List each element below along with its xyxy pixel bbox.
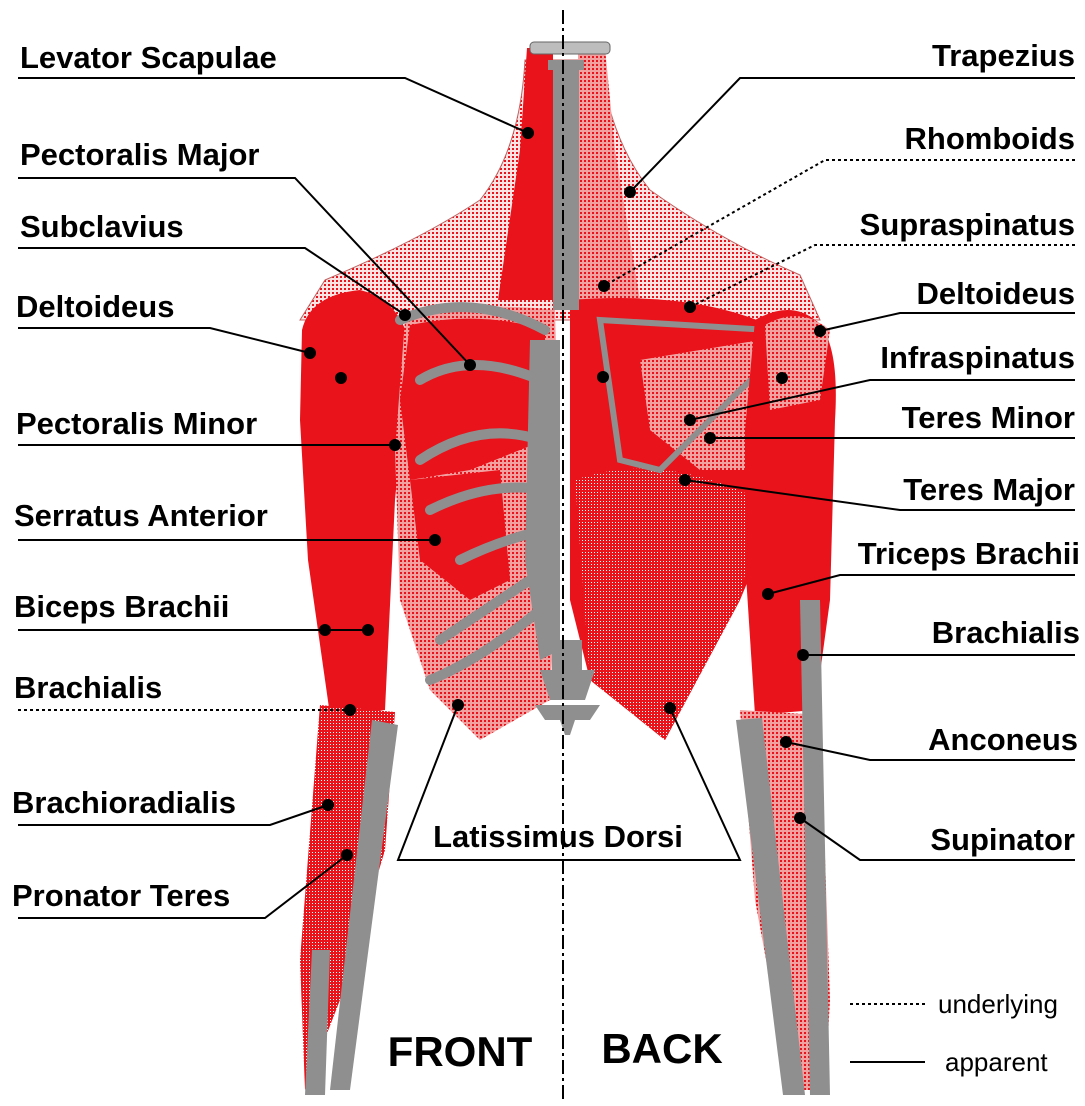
legend-underlying-text: underlying — [938, 989, 1058, 1019]
label-supinator: Supinator — [930, 822, 1075, 857]
label-levator-scapulae: Levator Scapulae — [20, 40, 277, 75]
latissimus-back — [575, 469, 760, 740]
label-biceps-brachii: Biceps Brachii — [14, 589, 229, 624]
legend-apparent-text: apparent — [945, 1047, 1048, 1077]
label-anconeus: Anconeus — [928, 722, 1078, 757]
label-pectoralis-major: Pectoralis Major — [20, 137, 259, 172]
label-latissimus-dorsi: Latissimus Dorsi — [433, 819, 683, 854]
label-trapezius: Trapezius — [932, 38, 1075, 73]
label-triceps-brachii: Triceps Brachii — [858, 536, 1080, 571]
label-serratus-anterior: Serratus Anterior — [14, 498, 268, 533]
label-pronator-teres: Pronator Teres — [12, 878, 230, 913]
label-deltoideus-back: Deltoideus — [917, 276, 1075, 311]
label-brachialis-back: Brachialis — [932, 615, 1080, 650]
label-pectoralis-minor: Pectoralis Minor — [16, 406, 257, 441]
back-label: BACK — [601, 1025, 722, 1072]
label-brachioradialis: Brachioradialis — [12, 785, 236, 820]
labels-right: Trapezius Rhomboids Supraspinatus Deltoi… — [858, 38, 1080, 857]
label-brachialis-front: Brachialis — [14, 670, 162, 705]
label-infraspinatus: Infraspinatus — [880, 340, 1075, 375]
label-supraspinatus: Supraspinatus — [860, 207, 1075, 242]
label-rhomboids: Rhomboids — [905, 121, 1076, 156]
label-teres-major: Teres Major — [903, 472, 1075, 507]
label-deltoideus-front: Deltoideus — [16, 289, 174, 324]
labels-left: Levator Scapulae Pectoralis Major Subcla… — [12, 40, 277, 913]
legend: underlying apparent — [850, 989, 1058, 1077]
front-label: FRONT — [388, 1028, 533, 1075]
left-upper-arm — [300, 290, 410, 715]
label-teres-minor: Teres Minor — [902, 400, 1075, 435]
label-subclavius: Subclavius — [20, 209, 184, 244]
